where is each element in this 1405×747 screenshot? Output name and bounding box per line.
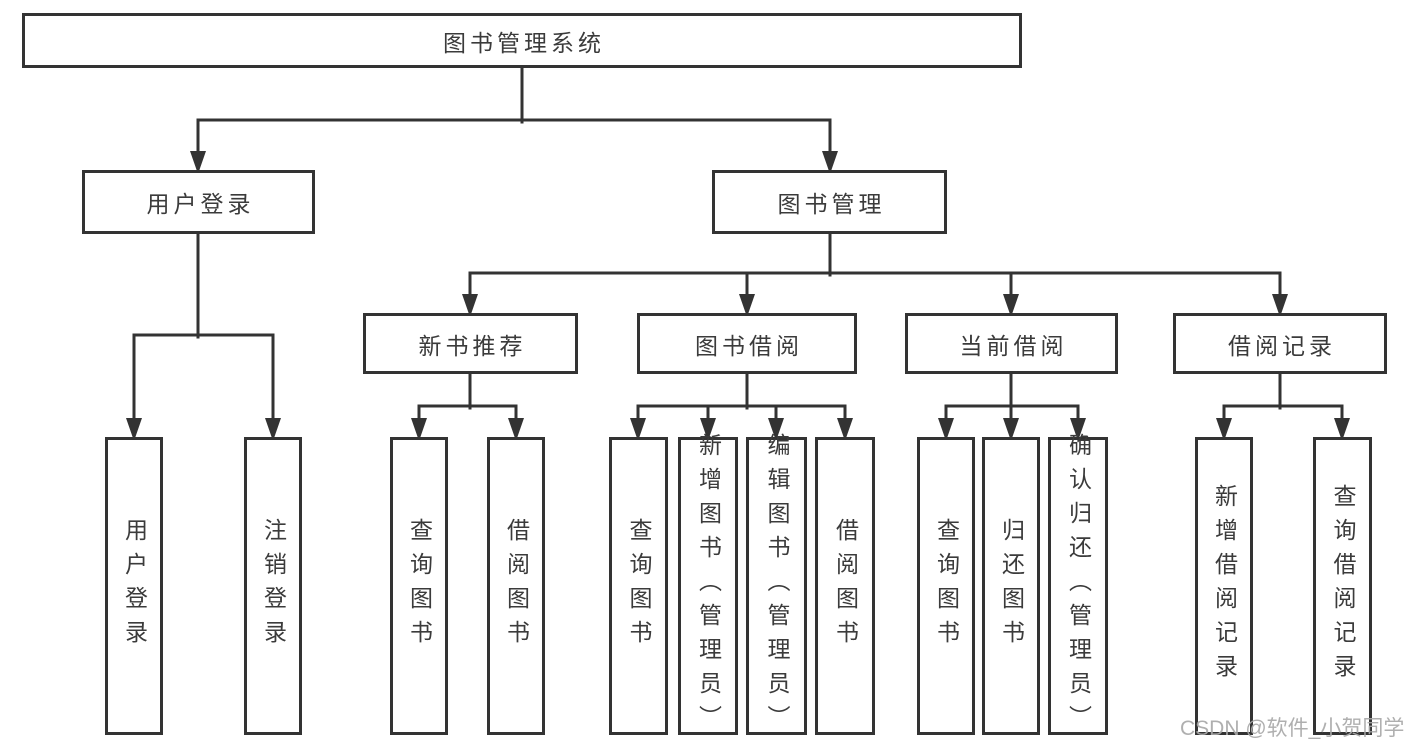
- node-new-book-recommend-label: 新书推荐: [418, 332, 527, 359]
- leaf-user-login-label: 用户登录: [121, 518, 148, 654]
- leaf-records-query-record: 查询借阅记录: [1313, 437, 1372, 735]
- node-borrow-records-label: 借阅记录: [1228, 332, 1336, 359]
- leaf-borrow-query-books: 查询图书: [609, 437, 668, 735]
- node-book-borrow: 图书借阅: [637, 313, 857, 374]
- leaf-newbook-borrow-books: 借阅图书: [487, 437, 545, 735]
- leaf-current-query-books: 查询图书: [917, 437, 975, 735]
- leaf-current-query-books-label: 查询图书: [933, 518, 960, 654]
- root-node-library-system: 图书管理系统: [22, 13, 1022, 68]
- leaf-current-confirm-return-admin-label: 确认归还（管理员）: [1065, 433, 1092, 739]
- leaf-borrow-add-books-admin-label: 新增图书（管理员）: [695, 433, 722, 739]
- node-user-login: 用户登录: [82, 170, 315, 234]
- leaf-current-return-books: 归还图书: [982, 437, 1040, 735]
- leaf-user-login: 用户登录: [105, 437, 163, 735]
- leaf-newbook-query-books-label: 查询图书: [406, 518, 433, 654]
- root-node-label: 图书管理系统: [443, 29, 605, 56]
- leaf-records-add-record: 新增借阅记录: [1195, 437, 1253, 735]
- node-user-login-label: 用户登录: [146, 191, 255, 217]
- leaf-borrow-edit-books-admin: 编辑图书（管理员）: [746, 433, 807, 739]
- leaf-records-query-record-label: 查询借阅记录: [1330, 484, 1356, 688]
- leaf-current-return-books-label: 归还图书: [998, 518, 1025, 654]
- leaf-borrow-add-books-admin: 新增图书（管理员）: [678, 433, 738, 739]
- leaf-current-confirm-return-admin: 确认归还（管理员）: [1048, 433, 1108, 739]
- leaf-newbook-query-books: 查询图书: [390, 437, 448, 735]
- node-current-borrow-label: 当前借阅: [959, 332, 1068, 359]
- leaf-records-add-record-label: 新增借阅记录: [1211, 484, 1238, 688]
- leaf-borrow-borrow-books: 借阅图书: [815, 437, 875, 735]
- leaf-logout: 注销登录: [244, 437, 302, 735]
- leaf-borrow-borrow-books-label: 借阅图书: [832, 518, 859, 654]
- leaf-borrow-edit-books-admin-label: 编辑图书（管理员）: [764, 433, 790, 739]
- csdn-watermark: CSDN @软件_小贺同学: [1180, 717, 1405, 740]
- leaf-logout-label: 注销登录: [260, 518, 287, 654]
- node-current-borrow: 当前借阅: [905, 313, 1118, 374]
- node-book-borrow-label: 图书借阅: [695, 332, 803, 359]
- leaf-borrow-query-books-label: 查询图书: [626, 518, 652, 654]
- node-borrow-records: 借阅记录: [1173, 313, 1387, 374]
- node-new-book-recommend: 新书推荐: [363, 313, 578, 374]
- node-book-management: 图书管理: [712, 170, 947, 234]
- node-book-management-label: 图书管理: [777, 191, 886, 217]
- leaf-newbook-borrow-books-label: 借阅图书: [503, 518, 530, 654]
